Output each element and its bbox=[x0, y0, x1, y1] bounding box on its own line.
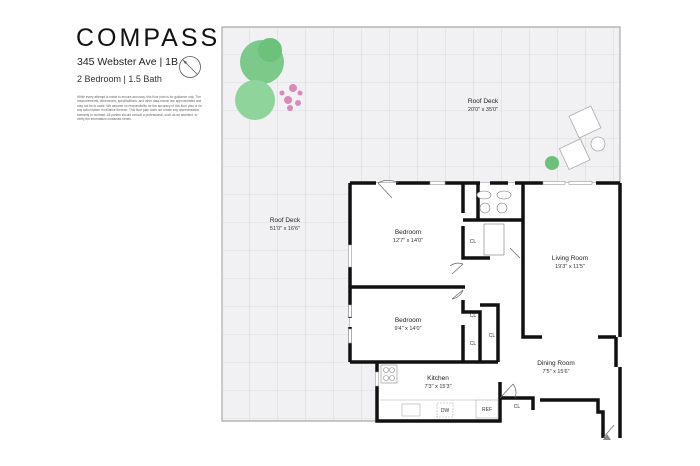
entry-arrow-icon bbox=[603, 434, 611, 440]
roof-deck-top-dims: 20'0" x 35'0" bbox=[468, 107, 498, 113]
plant-cluster-icon bbox=[235, 38, 303, 120]
walls bbox=[348, 181, 622, 438]
stove-icon bbox=[380, 364, 398, 384]
bedroom2-label: Bedroom bbox=[395, 317, 421, 324]
living-room-label: Living Room bbox=[552, 255, 588, 262]
bedroom1-label: Bedroom bbox=[395, 229, 421, 236]
property-address: 345 Webster Ave | 1B bbox=[77, 56, 178, 68]
closet-label: CL bbox=[470, 313, 477, 319]
lounge-chair-icon bbox=[558, 105, 606, 171]
compass-rose-icon bbox=[179, 56, 201, 78]
door-swings bbox=[377, 179, 615, 439]
living-room-dims: 19'3" x 11'5" bbox=[555, 264, 585, 270]
bathroom-fixtures bbox=[476, 190, 512, 256]
property-summary: 2 Bedroom | 1.5 Bath bbox=[77, 74, 162, 84]
dishwasher-label: DW bbox=[441, 408, 450, 414]
kitchen-label: Kitchen bbox=[427, 375, 449, 382]
closet-label: CL bbox=[514, 404, 521, 410]
refrigerator-label: REF bbox=[482, 407, 492, 413]
kitchen-counter bbox=[380, 399, 499, 419]
roof-deck-top-label: Roof Deck bbox=[468, 98, 499, 105]
roof-deck-left-label: Roof Deck bbox=[270, 217, 301, 224]
potted-plant-icon bbox=[545, 156, 559, 170]
closet-label: CL bbox=[470, 239, 477, 245]
kitchen-dims: 7'3" x 15'3" bbox=[424, 384, 451, 390]
windows bbox=[348, 181, 593, 387]
roof-deck-left-dims: 51'0" x 16'6" bbox=[270, 226, 300, 232]
dining-room-label: Dining Room bbox=[537, 360, 575, 367]
apartment-interior bbox=[350, 183, 620, 438]
closet-label: CL bbox=[470, 341, 477, 347]
disclaimer: While every attempt is made to ensure ac… bbox=[77, 95, 203, 122]
compass-logo: COMPASS bbox=[76, 24, 221, 52]
closet-label: CL bbox=[489, 333, 496, 339]
dining-room-dims: 7'5" x 15'6" bbox=[542, 369, 569, 375]
bedroom1-dims: 12'7" x 14'0" bbox=[393, 238, 423, 244]
bedroom2-dims: 9'4" x 14'0" bbox=[394, 326, 421, 332]
